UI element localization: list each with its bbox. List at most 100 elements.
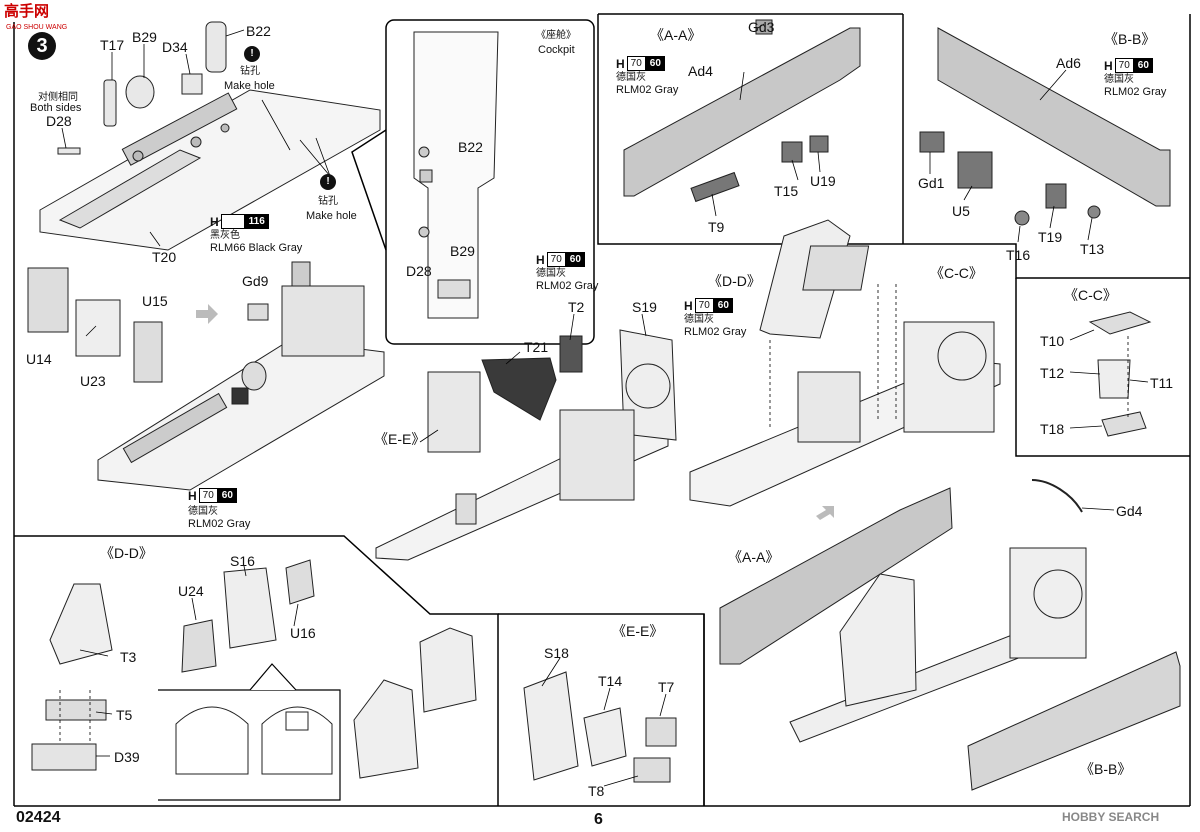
paint-code-gray: H 70 60 bbox=[684, 298, 733, 313]
drill-note-en-2: Make hole bbox=[306, 210, 357, 222]
cockpit-part-label-b29: B29 bbox=[450, 243, 475, 259]
part-label-u16: U16 bbox=[290, 625, 316, 641]
paint-name-cn: 德国灰 bbox=[536, 268, 566, 279]
paint-prefix: H bbox=[1104, 58, 1113, 73]
paint-code-a: 70 bbox=[546, 252, 566, 267]
paint-name-en: RLM02 Gray bbox=[684, 326, 747, 338]
drill-hole-icon: ! bbox=[244, 46, 260, 62]
part-label-t8: T8 bbox=[588, 783, 605, 799]
paint-name-cn: 德国灰 bbox=[188, 506, 218, 517]
cockpit-part-label-d28: D28 bbox=[406, 263, 432, 279]
drill-note-cn-2: 钻孔 bbox=[318, 196, 338, 207]
paint-code-b: 60 bbox=[645, 56, 665, 71]
section-label-ee: 《E-E》 bbox=[374, 431, 426, 447]
part-label-t20: T20 bbox=[152, 249, 177, 265]
paint-code-gray: H 70 60 bbox=[1104, 58, 1153, 73]
cockpit-title-en: Cockpit bbox=[538, 44, 575, 56]
part-label-t5: T5 bbox=[116, 707, 133, 723]
drill-note-cn: 钻孔 bbox=[240, 66, 260, 77]
part-label-t15: T15 bbox=[774, 183, 799, 199]
part-label-t18: T18 bbox=[1040, 421, 1065, 437]
paint-code-gray: H 70 60 bbox=[536, 252, 585, 267]
part-label-u5: U5 bbox=[952, 203, 970, 219]
paint-name-cn: 德国灰 bbox=[684, 314, 714, 325]
both-sides-note-en: Both sides bbox=[30, 102, 82, 114]
part-label-gd4: Gd4 bbox=[1116, 503, 1143, 519]
paint-name-en: RLM02 Gray bbox=[536, 280, 599, 292]
paint-prefix: H bbox=[188, 488, 197, 503]
part-label-gd3: Gd3 bbox=[748, 19, 775, 35]
paint-name-en: RLM02 Gray bbox=[616, 84, 679, 96]
paint-code-b: 60 bbox=[217, 488, 237, 503]
part-label-t2: T2 bbox=[568, 299, 585, 315]
section-title-dd: 《D-D》 bbox=[100, 545, 153, 561]
site-logo-subtitle: GAO SHOU WANG bbox=[6, 24, 68, 31]
paint-code-gray: H 70 60 bbox=[188, 488, 237, 503]
part-label-t19: T19 bbox=[1038, 229, 1063, 245]
paint-prefix: H bbox=[616, 56, 625, 71]
product-code: 02424 bbox=[16, 809, 61, 826]
section-label-aa: 《A-A》 bbox=[728, 549, 780, 565]
section-label-dd: 《D-D》 bbox=[708, 273, 761, 289]
part-label-d34: D34 bbox=[162, 39, 188, 55]
part-label-t17: T17 bbox=[100, 37, 125, 53]
page-number: 6 bbox=[594, 811, 603, 828]
paint-name-cn: 德国灰 bbox=[1104, 74, 1134, 85]
part-label-t16: T16 bbox=[1006, 247, 1031, 263]
section-title-bb: 《B-B》 bbox=[1104, 31, 1156, 47]
part-label-ad4: Ad4 bbox=[688, 63, 713, 79]
part-label-t3: T3 bbox=[120, 649, 137, 665]
part-label-d39: D39 bbox=[114, 749, 140, 765]
site-logo: 高手网 bbox=[4, 3, 50, 20]
paint-name-en: RLM02 Gray bbox=[188, 518, 251, 530]
paint-name-cn: 德国灰 bbox=[616, 72, 646, 83]
part-label-t13: T13 bbox=[1080, 241, 1105, 257]
paint-prefix: H bbox=[210, 214, 219, 229]
step-number-badge: 3 bbox=[28, 32, 56, 60]
paint-code-black-gray: H 116 bbox=[210, 214, 269, 229]
drill-note-en: Make hole bbox=[224, 80, 275, 92]
part-label-t9: T9 bbox=[708, 219, 725, 235]
section-title-aa: 《A-A》 bbox=[650, 27, 702, 43]
part-label-b29: B29 bbox=[132, 29, 157, 45]
section-label-bb: 《B-B》 bbox=[1080, 761, 1132, 777]
paint-code-b: 60 bbox=[1133, 58, 1153, 73]
part-label-gd9: Gd9 bbox=[242, 273, 269, 289]
part-label-d28: D28 bbox=[46, 113, 72, 129]
part-label-t14: T14 bbox=[598, 673, 623, 689]
part-label-t7: T7 bbox=[658, 679, 675, 695]
section-title-cc: 《C-C》 bbox=[1064, 287, 1117, 303]
part-label-t11: T11 bbox=[1150, 375, 1174, 391]
part-label-t10: T10 bbox=[1040, 333, 1065, 349]
cockpit-part-label-b22: B22 bbox=[458, 139, 483, 155]
part-label-u24: U24 bbox=[178, 583, 204, 599]
part-label-s18: S18 bbox=[544, 645, 569, 661]
part-label-b22: B22 bbox=[246, 23, 271, 39]
section-label-cc: 《C-C》 bbox=[930, 265, 983, 281]
paint-code-a: 70 bbox=[198, 488, 218, 503]
paint-code-b: 60 bbox=[713, 298, 733, 313]
paint-name-en: RLM66 Black Gray bbox=[210, 242, 303, 254]
section-title-ee: 《E-E》 bbox=[612, 623, 664, 639]
paint-code-a: 70 bbox=[626, 56, 646, 71]
paint-swatch bbox=[220, 214, 245, 229]
paint-code-b: 60 bbox=[565, 252, 585, 267]
watermark: HOBBY SEARCH bbox=[1062, 810, 1160, 824]
paint-code: 116 bbox=[244, 214, 269, 229]
part-label-u23: U23 bbox=[80, 373, 106, 389]
paint-code-a: 70 bbox=[694, 298, 714, 313]
cockpit-title-cn: 《座舱》 bbox=[536, 30, 576, 41]
paint-code-gray: H 70 60 bbox=[616, 56, 665, 71]
paint-code-a: 70 bbox=[1114, 58, 1134, 73]
paint-name-en: RLM02 Gray bbox=[1104, 86, 1167, 98]
drill-hole-icon: ! bbox=[320, 174, 336, 190]
part-label-t12: T12 bbox=[1040, 365, 1065, 381]
part-label-t21: T21 bbox=[524, 339, 549, 355]
part-label-s19: S19 bbox=[632, 299, 657, 315]
part-label-ad6: Ad6 bbox=[1056, 55, 1081, 71]
both-sides-note-cn: 对侧相同 bbox=[38, 92, 78, 103]
part-label-u19: U19 bbox=[810, 173, 836, 189]
part-label-gd1: Gd1 bbox=[918, 175, 945, 191]
